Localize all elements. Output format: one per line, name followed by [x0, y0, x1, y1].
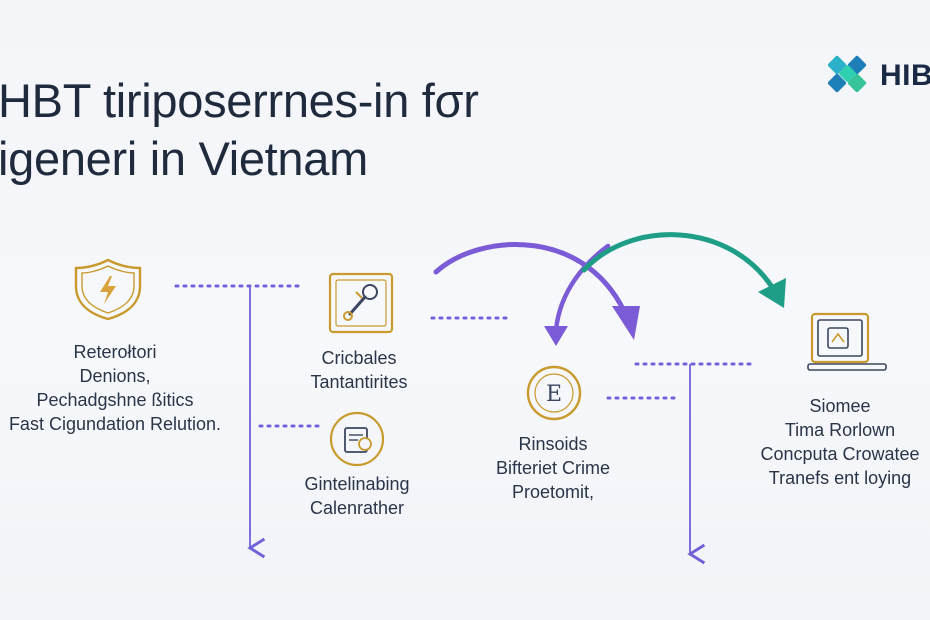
logo-text: HIBT — [880, 59, 930, 92]
label-security-line-2: Denions, — [79, 366, 151, 386]
hibt-x-logo-icon — [828, 55, 867, 93]
document-magnifier-icon — [328, 272, 394, 334]
label-security: Reterołtori Denions, Pechadgshne ßitics … — [0, 340, 230, 436]
brand-logo: HIBT — [828, 52, 930, 100]
label-lending-line-1: Gintelinabing — [304, 474, 410, 494]
curved-arrowhead-purple-back — [544, 326, 568, 346]
label-crime-line-2: Bifteriet Crime — [495, 458, 611, 478]
label-security-line-1: Reterołtori — [73, 342, 157, 362]
curved-arrowhead-teal — [758, 278, 786, 308]
label-crime-line-1: Rinsoids — [518, 434, 588, 454]
curved-arrow-purple-back — [553, 243, 611, 333]
label-security-line-3: Pechadgshne ßitics — [36, 390, 194, 410]
diagram-title: HBT tiriposerrnes-in fσr igeneri in Viet… — [0, 72, 479, 188]
label-contracts: Cricbales Tantantirites — [286, 346, 432, 394]
label-transfers-line-1: Siomee — [809, 396, 871, 416]
label-lending: Gintelinabing Calenrather — [284, 472, 430, 520]
title-line-2: igeneri in Vietnam — [0, 132, 368, 185]
label-crime: Rinsoids Bifteriet Crime Proetomit, — [478, 432, 628, 504]
curved-arrow-teal — [581, 232, 777, 293]
label-contracts-line-2: Tantantirites — [310, 372, 408, 392]
label-transfers-line-2: Tima Rorlown — [784, 420, 896, 440]
curved-arrowhead-purple-forward — [612, 306, 640, 340]
label-transfers-line-3: Concputa Crowatee — [760, 444, 920, 464]
device-window-icon — [807, 312, 887, 371]
label-transfers-line-4: Tranefs ent loying — [768, 468, 912, 488]
shield-lightning-icon — [74, 258, 142, 321]
title-line-1: HBT tiriposerrnes-in fσr — [0, 74, 479, 127]
curved-arrow-purple-forward — [433, 241, 631, 323]
label-security-line-4: Fast Cigundation Relution. — [8, 414, 222, 434]
clipboard-coin-icon — [329, 411, 385, 467]
label-lending-line-2: Calenrather — [309, 498, 405, 518]
label-contracts-line-1: Cricbales — [321, 348, 397, 368]
label-crime-line-3: Proetomit, — [511, 482, 595, 502]
coin-e-icon: E — [526, 365, 582, 421]
svg-text:E: E — [546, 382, 562, 407]
label-transfers: Siomee Tima Rorlown Concputa Crowatee Tr… — [750, 394, 930, 490]
